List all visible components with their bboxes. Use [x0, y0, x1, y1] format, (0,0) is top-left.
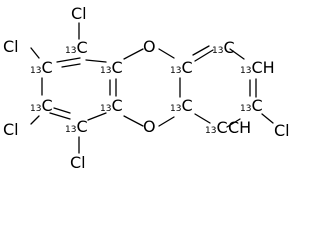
chlorine-atom: Cl [70, 153, 86, 172]
carbon-13-atom: 13C [170, 58, 193, 77]
carbon-13-atom: 13C [65, 38, 88, 57]
bond-c12-cl-right [261, 113, 274, 124]
bond-o-bottom-c10 [158, 116, 175, 127]
bond-c8-c9 [229, 48, 245, 60]
carbon-13-atom: 13C [240, 96, 263, 115]
carbon-13-atom: 13CH [240, 58, 275, 77]
oxygen-atom: O [143, 117, 156, 136]
bonds [30, 22, 274, 154]
chlorine-atom: Cl [71, 4, 87, 23]
carbon-13-atom: 13C [65, 117, 88, 136]
carbon-13-atom: 13C [30, 58, 53, 77]
bond-c5-c7-inner [53, 107, 71, 114]
chlorine-atom: Cl [3, 37, 19, 56]
carbon-13-atom: 13C [212, 38, 235, 57]
chlorine-atom: Cl [274, 121, 290, 140]
carbon-13-atom: CH [228, 118, 251, 137]
bond-c5-cl-lower-left [30, 115, 40, 125]
bond-c1-c2-inner [61, 63, 81, 68]
chemical-structure: Cl Cl Cl Cl Cl O O 13C 13C 13C 13C 13C 1… [3, 4, 290, 172]
bond-c1-c2 [56, 57, 81, 63]
bond-c2-cl-upper-left [30, 47, 40, 59]
bond-c3-o-top [123, 48, 144, 60]
carbon-13-atom: 13C [100, 58, 123, 77]
bond-c6-o-bottom [123, 115, 144, 127]
bond-c6-c7 [87, 112, 107, 121]
bond-o-top-c4 [158, 48, 175, 59]
carbon-13-atom: 13C [30, 96, 53, 115]
oxygen-atom: O [143, 37, 156, 56]
carbon-13-atom: 13C [205, 118, 228, 137]
bond-c5-c7 [49, 112, 71, 120]
carbon-13-atom: 13C [100, 96, 123, 115]
carbon-13-atom: 13C [170, 96, 193, 115]
bond-c10-c13 [194, 113, 211, 124]
bond-c13-c11 [226, 118, 241, 128]
bond-c4-c8-inner [192, 45, 210, 56]
atom-labels: Cl Cl Cl Cl Cl O O 13C 13C 13C 13C 13C 1… [3, 4, 290, 172]
bond-c1-c3 [85, 59, 107, 63]
chlorine-atom: Cl [3, 120, 19, 139]
bond-c4-c8 [194, 49, 214, 62]
